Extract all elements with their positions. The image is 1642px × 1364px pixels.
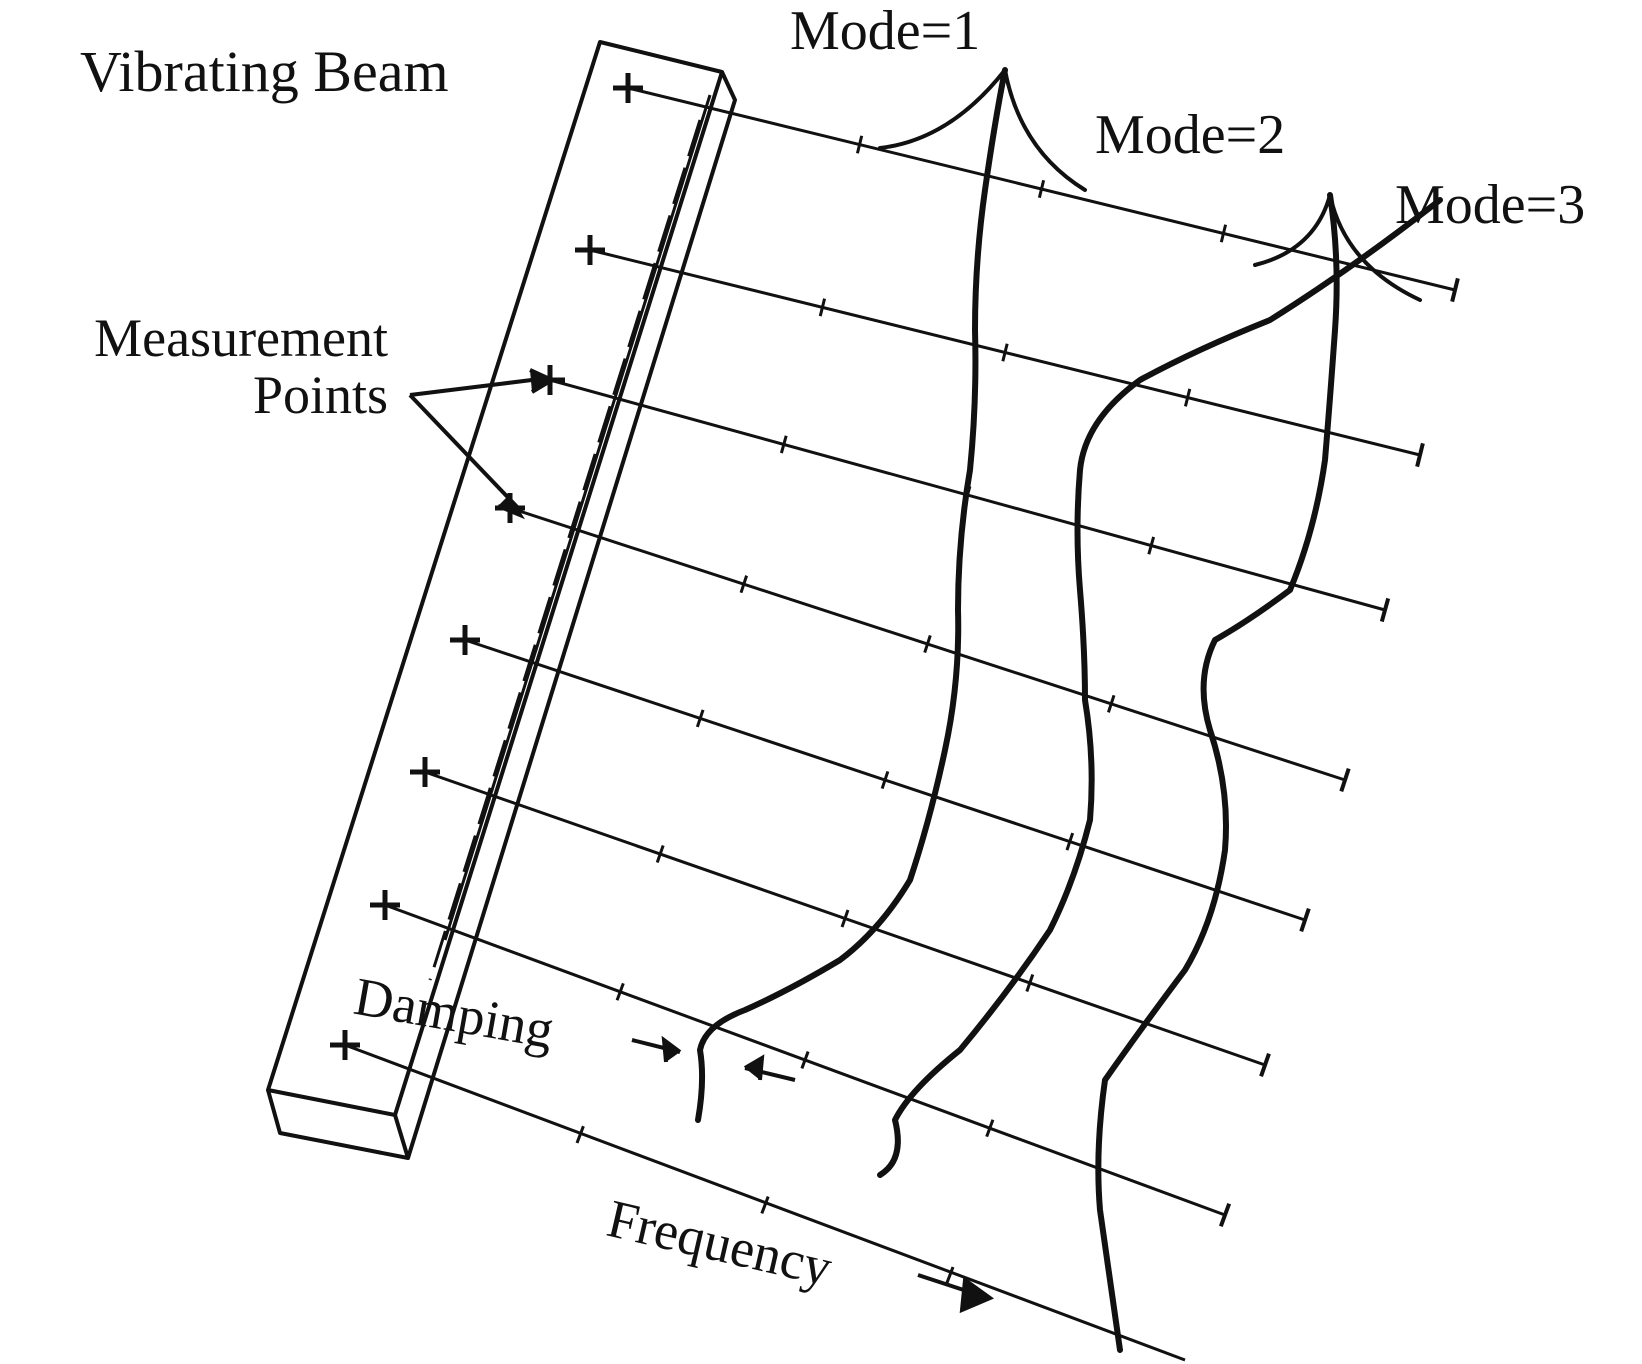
mode-1-label: Mode=1 [790, 0, 981, 62]
frequency-tick [1147, 536, 1156, 555]
mode-3-shape [1095, 192, 1340, 1353]
arrow-head [661, 1035, 682, 1063]
frequency-tick [923, 634, 932, 654]
mode-2-label: Mode=2 [1095, 104, 1286, 166]
frequency-tick [855, 135, 864, 154]
frequency-tick [945, 1266, 955, 1285]
frequency-tick [615, 982, 625, 1001]
arrow-head [959, 1276, 995, 1314]
beam-inner-edge [443, 94, 712, 941]
annotation-arrows [408, 368, 995, 1314]
frequency-tick [575, 1125, 585, 1144]
frequency-tick [1065, 832, 1075, 851]
frequency-line-end-tick [1259, 1053, 1271, 1077]
frequency-line-end-tick [1299, 907, 1311, 933]
measurement-point-marker [330, 1030, 360, 1060]
mode-peak-flare [878, 68, 1087, 192]
arrow-head [529, 368, 557, 394]
frequency-tick [800, 1051, 810, 1069]
frequency-tick [1219, 224, 1228, 243]
frequency-tick [779, 435, 788, 454]
frequency-tick [880, 770, 890, 790]
beam-end-face [266, 1089, 410, 1160]
frequency-tick [760, 1196, 770, 1214]
measurement-point-marker [370, 890, 400, 920]
frequency-tick [1183, 388, 1192, 407]
measurement-point-marker [575, 235, 605, 265]
vibrating-beam [266, 40, 737, 1160]
frequency-tick [695, 709, 705, 728]
frequency-line-end-tick [1339, 767, 1351, 793]
frequency-line-end-tick [1450, 277, 1460, 303]
frequency-line-end-tick [1379, 597, 1391, 623]
frequency-tick [739, 575, 749, 594]
arrow-head [743, 1054, 765, 1081]
measurement-points-label: Measurement Points [94, 308, 388, 425]
beam-inner-edge-dashed [428, 119, 702, 981]
frequency-tick [818, 298, 827, 317]
measurement-point-marker [450, 625, 480, 655]
measurement-point-marker [410, 757, 440, 787]
frequency-tick [1025, 973, 1035, 992]
frequency-tick [1037, 179, 1046, 199]
frequency-line-end-tick [1415, 442, 1425, 468]
beam-front-face [266, 40, 724, 1117]
frequency-tick [840, 909, 850, 928]
mode-1-shape [695, 67, 1008, 1123]
frequency-lines [330, 73, 1460, 1362]
measurement-point-marker [613, 73, 643, 103]
frequency-tick [985, 1119, 995, 1138]
measurement-points-arrow [409, 376, 549, 397]
arrow-head [497, 494, 526, 520]
frequency-tick [655, 845, 665, 864]
mode-2-shape [877, 197, 1443, 1178]
frequency-tick [1106, 694, 1116, 713]
mode-peak-flare [1253, 193, 1422, 302]
mode-3-label: Mode=3 [1395, 174, 1586, 236]
vibrating-beam-label: Vibrating Beam [80, 39, 449, 104]
mode-shapes [695, 67, 1443, 1353]
frequency-tick [1001, 343, 1009, 362]
frequency-line-end-tick [1218, 1203, 1232, 1227]
measurement-points-arrow [408, 393, 522, 512]
